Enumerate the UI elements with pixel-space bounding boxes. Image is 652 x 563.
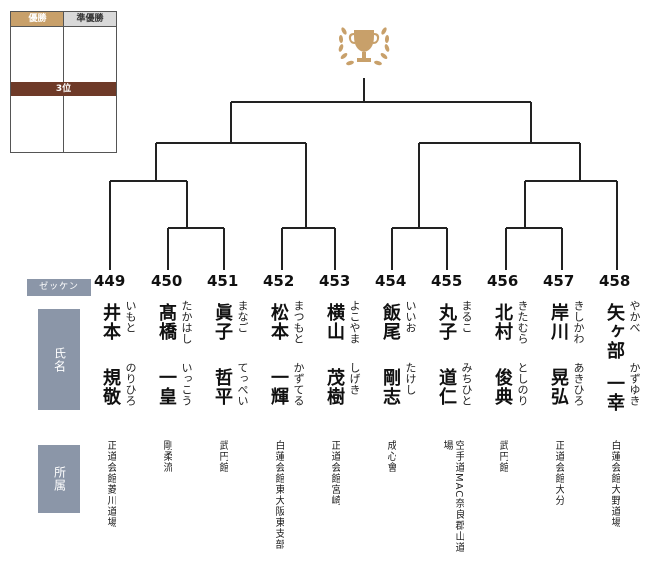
affiliation-label: 所属: [38, 445, 80, 513]
given-name: 茂樹: [324, 368, 345, 406]
zekken-number: 452: [263, 272, 295, 290]
given-name: 一皇: [156, 368, 177, 406]
given-name: 一輝: [268, 368, 289, 406]
given-name: 俊典: [492, 368, 513, 406]
results-box: 優勝 準優勝 3位: [10, 11, 117, 153]
given-name-kana: かずゆき: [628, 362, 641, 406]
affiliation: 武円館: [497, 440, 508, 473]
zekken-number: 449: [94, 272, 126, 290]
surname-kana: まるこ: [460, 300, 473, 333]
given-name-kana: としのり: [516, 362, 529, 406]
surname-kana: まつもと: [292, 300, 305, 344]
affiliation: 空手道MAC奈良郡山道場: [441, 440, 464, 554]
affiliation: 白蓮会館大野道場: [609, 440, 620, 528]
zekken-number: 450: [151, 272, 183, 290]
zekken-number: 455: [431, 272, 463, 290]
given-name-kana: いっこう: [180, 362, 193, 406]
divider: [63, 12, 64, 82]
zekken-label: ゼッケン: [27, 279, 91, 296]
zekken-number: 454: [375, 272, 407, 290]
surname-kana: よこやま: [348, 300, 361, 344]
surname-kana: きしかわ: [572, 300, 585, 344]
runner-up-header: 準優勝: [64, 12, 116, 26]
given-name: 哲平: [212, 368, 233, 406]
zekken-number: 453: [319, 272, 351, 290]
affiliation: 剛柔流: [161, 440, 172, 473]
surname: 井本: [100, 303, 121, 341]
name-label-text: 氏名: [52, 346, 67, 373]
surname: 岸川: [548, 303, 569, 341]
given-name-kana: かずてる: [292, 362, 305, 406]
given-name: 規敬: [100, 368, 121, 406]
surname-kana: いいお: [404, 300, 417, 333]
given-name-kana: たけし: [404, 362, 417, 395]
divider: [63, 96, 64, 152]
given-name-kana: あきひろ: [572, 362, 585, 406]
surname-kana: まなご: [236, 300, 249, 333]
given-name-kana: てっぺい: [236, 362, 249, 406]
affiliation: 正道会館菱川道場: [105, 440, 116, 528]
given-name: 道仁: [436, 368, 457, 406]
given-name-kana: のりひろ: [124, 362, 137, 406]
surname: 髙橋: [156, 303, 177, 341]
surname-kana: たかはし: [180, 300, 193, 344]
affiliation: 白蓮会館東大阪東支部: [273, 440, 284, 550]
given-name: 一幸: [604, 374, 625, 412]
surname-kana: いもと: [124, 300, 137, 333]
trophy-with-laurel-icon: [338, 27, 390, 66]
given-name: 晃弘: [548, 368, 569, 406]
affiliation: 正道会館大分: [553, 440, 564, 506]
surname: 横山: [324, 303, 345, 341]
surname-kana: やかべ: [628, 300, 641, 333]
given-name-kana: みちひと: [460, 362, 473, 406]
zekken-number: 457: [543, 272, 575, 290]
surname-kana: きたむら: [516, 300, 529, 344]
given-name: 剛志: [380, 368, 401, 406]
affiliation: 正道会館宮崎: [329, 440, 340, 506]
surname: 丸子: [436, 303, 457, 341]
surname: 矢ヶ部: [604, 303, 625, 360]
affiliation: 成心會: [385, 440, 396, 473]
surname: 眞子: [212, 303, 233, 341]
surname: 飯尾: [380, 303, 401, 341]
surname: 松本: [268, 303, 289, 341]
zekken-number: 451: [207, 272, 239, 290]
zekken-number: 458: [599, 272, 631, 290]
third-place-header: 3位: [11, 82, 116, 96]
name-label: 氏名: [38, 309, 80, 410]
zekken-number: 456: [487, 272, 519, 290]
given-name-kana: しげき: [348, 362, 361, 395]
surname: 北村: [492, 303, 513, 341]
affiliation-label-text: 所属: [52, 466, 67, 492]
champion-header: 優勝: [11, 12, 64, 26]
affiliation: 武円館: [217, 440, 228, 473]
